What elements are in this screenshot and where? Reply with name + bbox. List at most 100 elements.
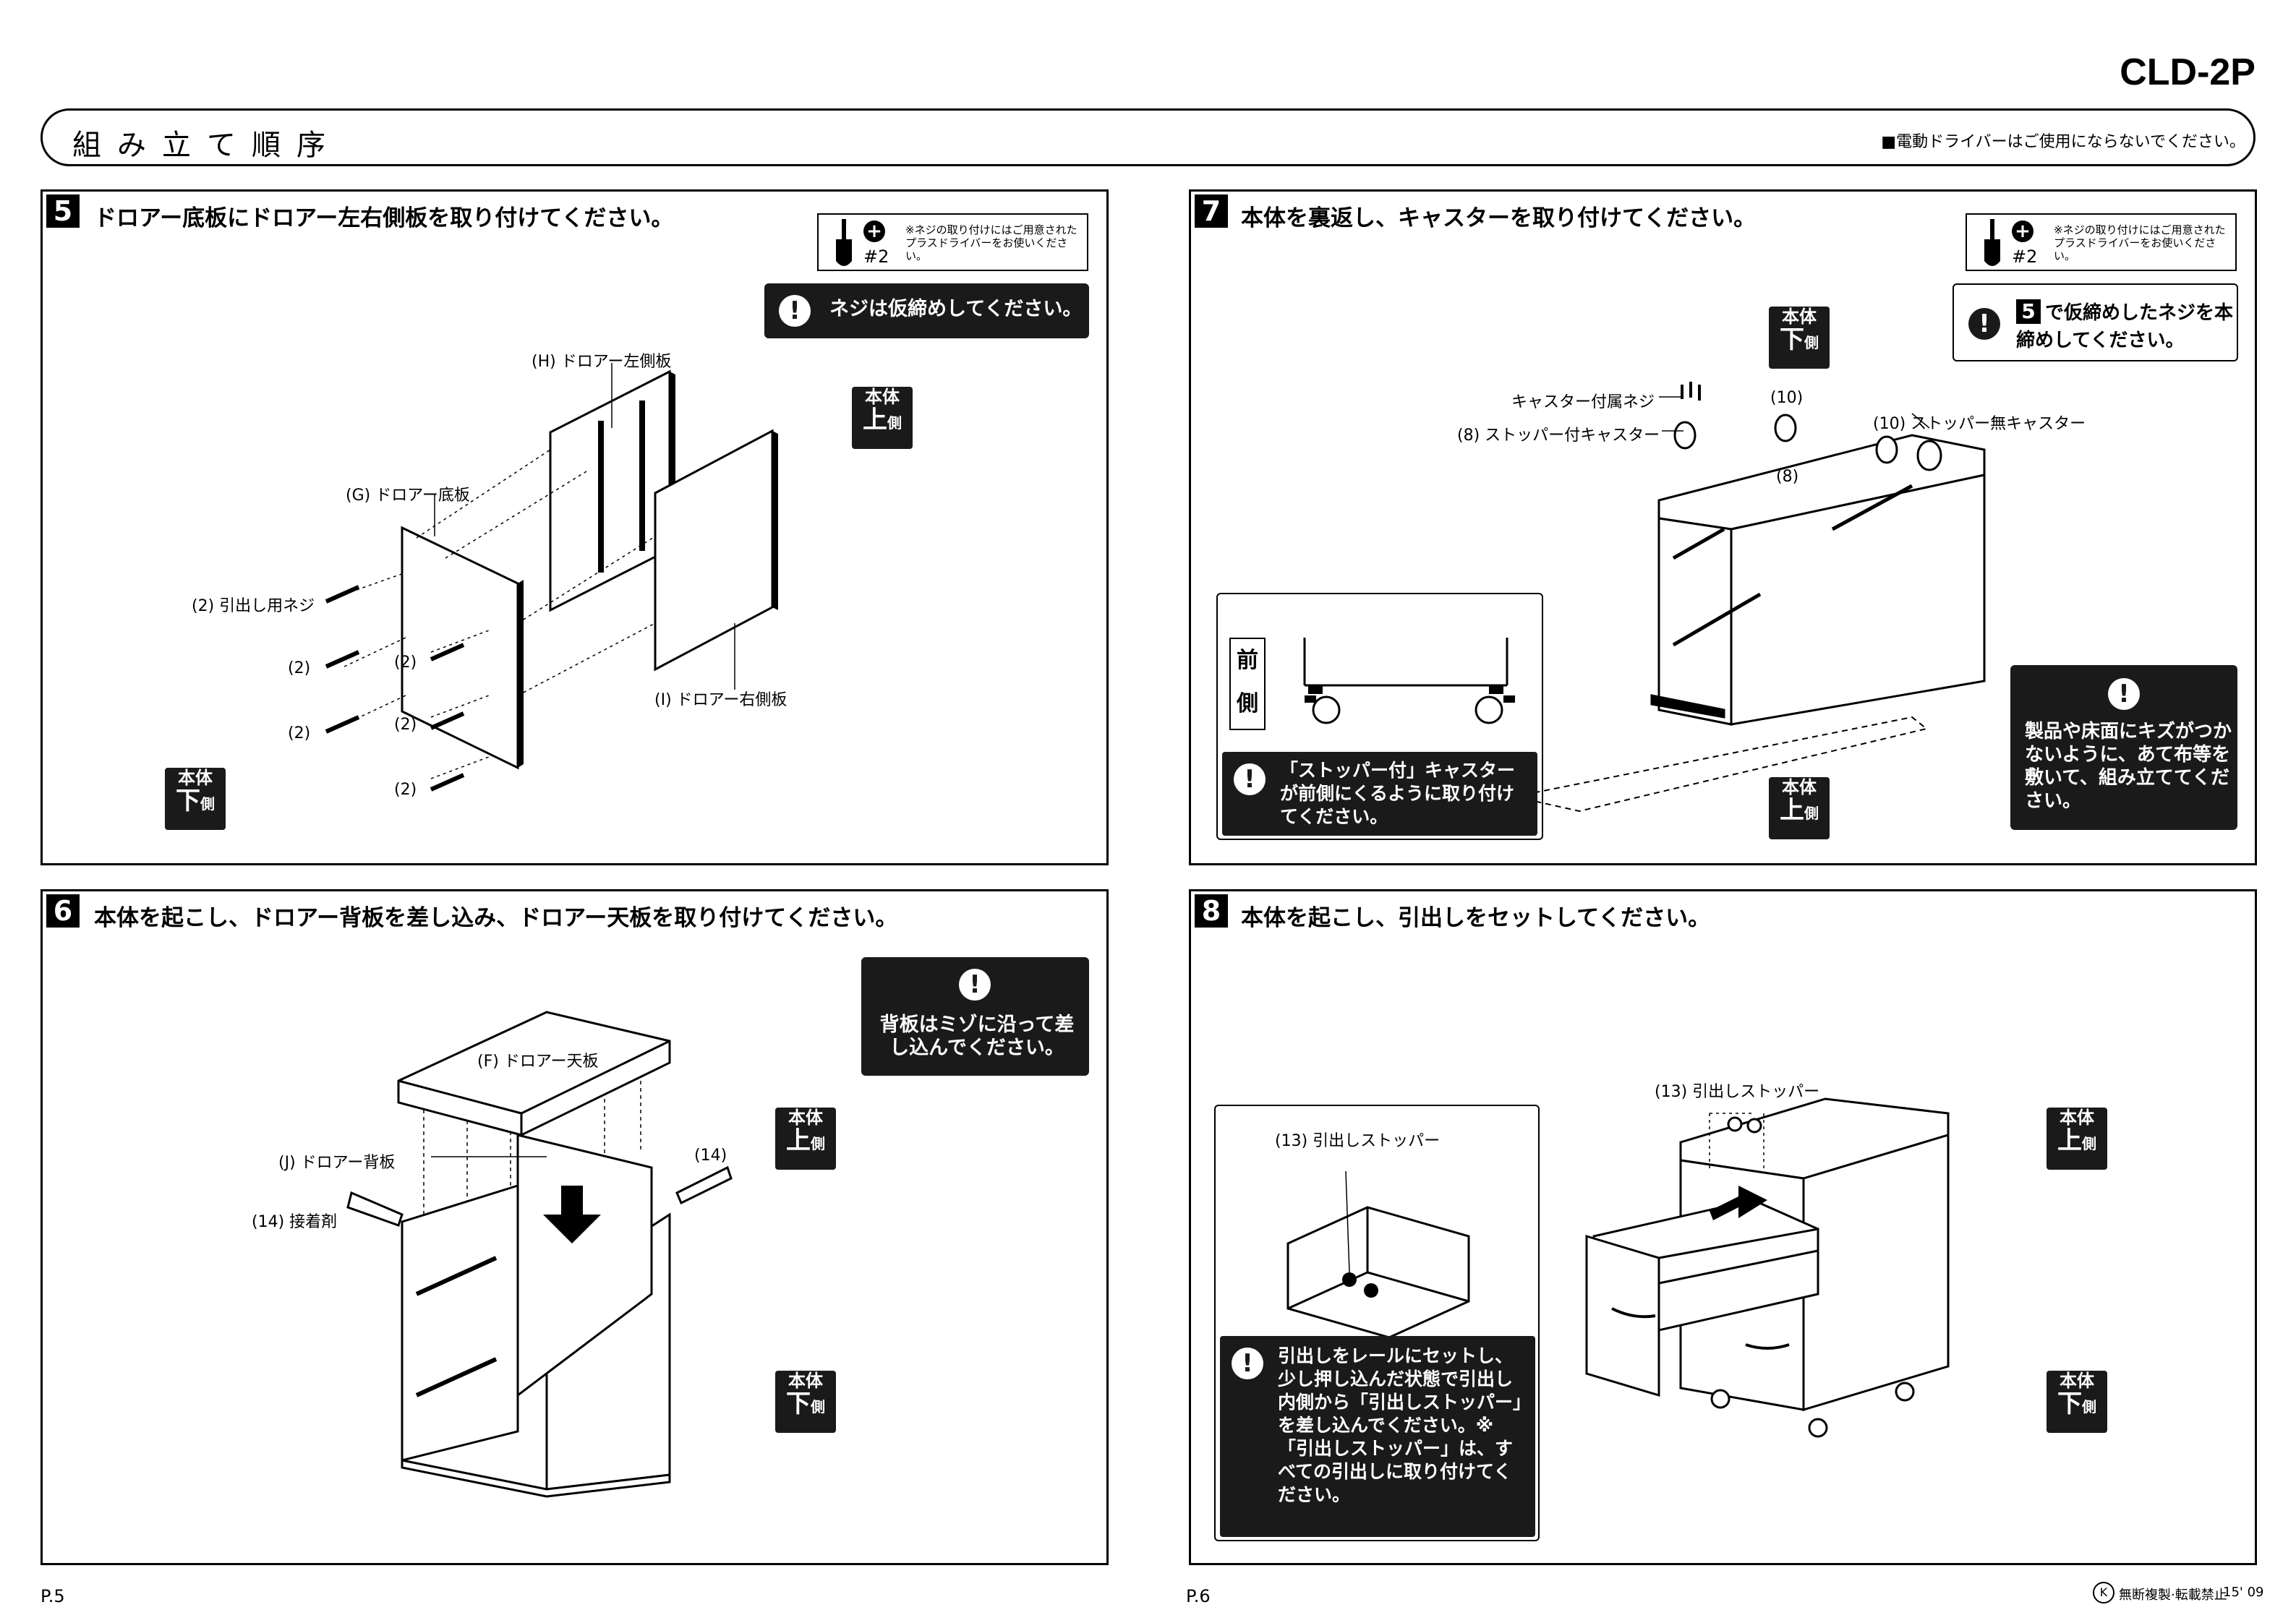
- footer-note: 無断複製·転載禁止: [2119, 1588, 2227, 1603]
- warning-text: 背板はミゾに沿って差し込んでください。: [879, 1014, 1075, 1059]
- step5-tool-box: + #2 ※ネジの取り付けにはご用意されたプラスドライバーをお使いください。: [817, 213, 1088, 271]
- step6-panel: [40, 889, 1109, 1565]
- step5-diagram: [325, 363, 778, 792]
- step7-tool-box: + #2 ※ネジの取り付けにはご用意されたプラスドライバーをお使いください。: [1966, 213, 2237, 271]
- body-bottom-badge: 本体下側: [775, 1371, 836, 1433]
- stopper-icon: [1727, 1116, 1743, 1132]
- label-left-side-board: (H) ドロアー左側板: [532, 353, 672, 371]
- label-glue: (14) 接着剤: [252, 1213, 338, 1231]
- page-title: 組み立て順序: [72, 129, 341, 162]
- step7-title: 本体を裏返し、キャスターを取り付けてください。: [1241, 205, 1757, 231]
- label-screw-ref: (2): [394, 716, 417, 734]
- label-glue-ref: (14): [694, 1147, 727, 1165]
- step6-warning: ! 背板はミゾに沿って差し込んでください。: [861, 957, 1089, 1076]
- exclamation-icon: !: [779, 295, 811, 327]
- pulled-drawer: [1585, 1199, 1819, 1397]
- caster-icons: [1673, 414, 1942, 471]
- plus-icon: +: [2012, 220, 2033, 242]
- body-top-badge: 本体上側: [852, 387, 913, 449]
- label-screw: (2) 引出し用ネジ: [192, 597, 315, 615]
- exclamation-icon: !: [1232, 1348, 1263, 1379]
- label-screw-ref: (2): [394, 654, 417, 672]
- caster-icons: [1710, 1382, 1915, 1438]
- step8-title: 本体を起こし、引出しをセットしてください。: [1241, 905, 1711, 931]
- model-number: CLD-2P: [2120, 51, 2256, 93]
- exclamation-icon: !: [1968, 308, 2000, 340]
- tool-size: #2: [2012, 247, 2038, 267]
- body-top-badge: 本体上側: [2047, 1108, 2107, 1170]
- label-back-board: (J) ドロアー背板: [278, 1154, 396, 1172]
- label-screw-ref: (2): [288, 659, 311, 677]
- tool-note: ※ネジの取り付けにはご用意されたプラスドライバーをお使いください。: [2054, 223, 2226, 262]
- page-number-6: P.6: [1186, 1586, 1211, 1606]
- exclamation-icon: !: [959, 969, 991, 1001]
- stopper-icon: [1342, 1272, 1357, 1287]
- step5-warning: ! ネジは仮締めしてください。: [764, 283, 1089, 338]
- screwdriver-icon: [836, 219, 852, 266]
- label-caster-10: (10): [1770, 389, 1804, 407]
- warning-text: 「ストッパー付」キャスターが前側にくるように取り付けてください。: [1280, 760, 1516, 827]
- label-right-side-board: (I) ドロアー右側板: [654, 691, 788, 709]
- step7-number: 7: [1195, 194, 1228, 228]
- tool-size: #2: [863, 247, 889, 267]
- caster-side-view: [1303, 638, 1515, 724]
- body-bottom-badge: 本体下側: [2047, 1371, 2107, 1433]
- label-stopper-caster: (8) ストッパー付キャスター: [1457, 427, 1660, 445]
- drawer-top-board: [397, 1011, 671, 1136]
- step6-title: 本体を起こし、ドロアー背板を差し込み、ドロアー天板を取り付けてください。: [94, 905, 898, 931]
- glue-tube-icon: [675, 1165, 733, 1205]
- page-number-5: P.5: [40, 1586, 65, 1606]
- glue-tube-icon: [346, 1191, 404, 1227]
- header-note: ■電動ドライバーはご使用にならないでください。: [1881, 133, 2245, 151]
- footer-date: 15' 09: [2223, 1585, 2264, 1600]
- drawer-left-board: [549, 369, 671, 612]
- step5-panel: [40, 189, 1109, 865]
- warning-text: で仮締めしたネジを本締めしてください。: [2016, 302, 2234, 351]
- floor-warning: ! 製品や床面にキズがつかないように、あて布等を敷いて、組み立ててください。: [2010, 665, 2237, 830]
- stopper-icon: [1364, 1283, 1378, 1298]
- step6-number: 6: [46, 894, 80, 928]
- step5-title: ドロアー底板にドロアー左右側板を取り付けてください。: [94, 205, 674, 231]
- label-screw-ref: (2): [394, 781, 417, 799]
- header-bar: [40, 108, 2256, 166]
- body-top-badge: 本体上側: [775, 1108, 836, 1170]
- label-caster-8: (8): [1776, 468, 1799, 486]
- inset-warning: ! 「ストッパー付」キャスターが前側にくるように取り付けてください。: [1222, 752, 1537, 836]
- step7-diagram: [1514, 382, 1986, 813]
- body-bottom-badge: 本体下側: [165, 768, 226, 830]
- label-stopper: (13) 引出しストッパー: [1655, 1083, 1820, 1101]
- insert-arrow: [543, 1186, 601, 1243]
- tool-note: ※ネジの取り付けにはご用意されたプラスドライバーをお使いください。: [905, 223, 1077, 262]
- drawer-stopper-closeup: [1286, 1170, 1470, 1339]
- step7-warning: ! 5 で仮締めしたネジを本締めしてください。: [1953, 283, 2238, 361]
- step8-inset: (13) 引出しストッパー ! 引出しをレールにセットし、少し押し込んだ状態で引…: [1214, 1105, 1540, 1541]
- label-no-stopper-caster: (10) ストッパー無キャスター: [1873, 415, 2086, 433]
- label-bottom-board: (G) ドロアー底板: [346, 487, 470, 505]
- step7-inset: 前側 ! 「ストッパー付」キャスターが前側にくるように取り付けてください。: [1216, 593, 1543, 840]
- warning-text: 製品や床面にキズがつかないように、あて布等を敷いて、組み立ててください。: [2025, 721, 2232, 812]
- step-ref: 5: [2016, 299, 2041, 324]
- step6-diagram: [346, 1011, 733, 1498]
- step8-warning: ! 引出しをレールにセットし、少し押し込んだ状態で引出し内側から「引出しストッパ…: [1220, 1336, 1535, 1537]
- screwdriver-icon: [1984, 219, 2000, 266]
- step8-panel: [1189, 889, 2257, 1565]
- warning-text: 引出しをレールにセットし、少し押し込んだ状態で引出し内側から「引出しストッパー」…: [1278, 1345, 1522, 1505]
- label-screw-ref: (2): [288, 724, 311, 742]
- stopper-icon: [1746, 1118, 1762, 1134]
- label-caster-screw: キャスター付属ネジ: [1511, 393, 1655, 411]
- warning-text: ネジは仮締めしてください。: [829, 298, 1083, 320]
- exclamation-icon: !: [2108, 678, 2140, 710]
- step8-diagram: [1585, 1097, 1950, 1438]
- step5-number: 5: [46, 194, 80, 228]
- front-label-box: 前側: [1229, 638, 1266, 730]
- caster-screws: [1681, 382, 1701, 401]
- step7-panel: [1189, 189, 2257, 865]
- plus-icon: +: [863, 220, 885, 242]
- insert-arrow: [1710, 1186, 1767, 1220]
- exclamation-icon: !: [1234, 763, 1266, 795]
- screws: [325, 585, 465, 792]
- drawer-back-board: [516, 1134, 653, 1398]
- cabinet-upside-down: [1650, 434, 1986, 726]
- step8-number: 8: [1195, 894, 1228, 928]
- label-stopper: (13) 引出しストッパー: [1275, 1132, 1441, 1150]
